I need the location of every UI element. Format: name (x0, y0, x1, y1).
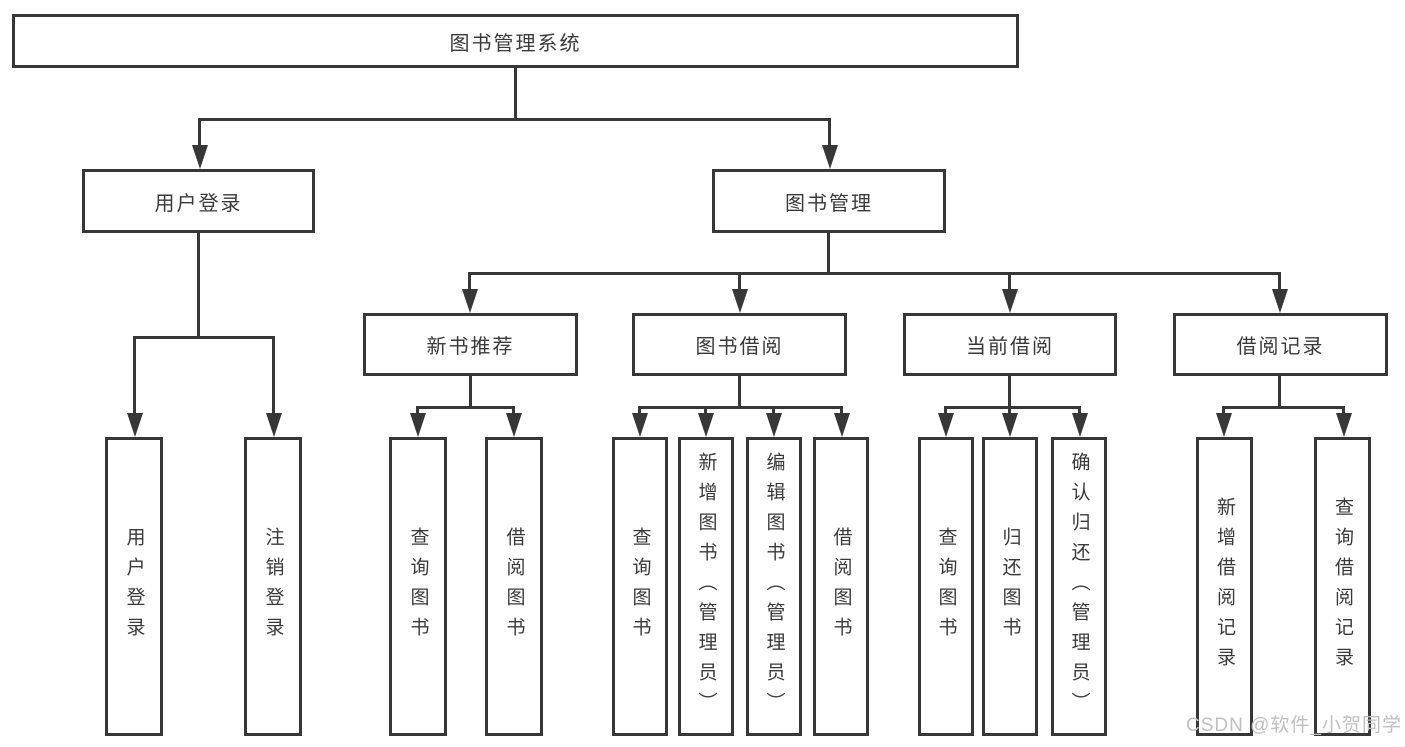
connector-line (827, 233, 830, 275)
leaf-logout: 注销登录 (244, 437, 302, 736)
node-book-management-label: 图书管理 (785, 192, 873, 215)
node-new-book-recommend: 新书推荐 (363, 313, 578, 376)
leaf-recommend-borrow-books: 借阅图书 (485, 437, 543, 736)
arrow-down-icon (1271, 272, 1288, 313)
leaf-records-add-record-label: 新增借阅记录 (1214, 496, 1235, 677)
connector-line (1222, 406, 1345, 409)
leaf-current-confirm-return-label: 确认归还（管理员） (1068, 451, 1090, 722)
leaf-recommend-borrow-books-label: 借阅图书 (503, 526, 525, 647)
arrow-down-icon (765, 406, 782, 437)
node-user-login-label: 用户登录 (154, 192, 243, 215)
leaf-user-login: 用户登录 (105, 437, 163, 736)
leaf-borrowing-query-books: 查询图书 (612, 437, 668, 736)
connector-line (416, 406, 515, 409)
arrow-down-icon (191, 118, 208, 169)
leaf-borrowing-borrow-books: 借阅图书 (813, 437, 869, 736)
connector-line (514, 68, 517, 121)
leaf-borrowing-query-books-label: 查询图书 (629, 526, 651, 647)
connector-line (468, 272, 1281, 275)
node-book-borrowing: 图书借阅 (632, 313, 847, 376)
arrow-down-icon (937, 406, 954, 437)
arrow-down-icon (265, 336, 282, 437)
connector-line (1278, 376, 1281, 409)
leaf-user-login-label: 用户登录 (123, 526, 145, 647)
arrow-down-icon (1001, 406, 1018, 437)
connector-line (1008, 376, 1011, 409)
node-root-label: 图书管理系统 (449, 32, 582, 55)
connector-line (944, 406, 1081, 409)
arrow-down-icon (409, 406, 426, 437)
arrow-down-icon (631, 406, 648, 437)
connector-line (197, 233, 200, 339)
leaf-recommend-query-books: 查询图书 (389, 437, 447, 736)
arrow-down-icon (833, 406, 850, 437)
arrow-down-icon (505, 406, 522, 437)
leaf-borrowing-borrow-books-label: 借阅图书 (830, 526, 852, 647)
node-borrowing-records: 借阅记录 (1173, 313, 1388, 376)
leaf-borrowing-add-books: 新增图书（管理员） (678, 437, 734, 736)
arrow-down-icon (1215, 406, 1232, 437)
leaf-records-add-record: 新增借阅记录 (1196, 437, 1253, 736)
arrow-down-icon (821, 118, 838, 169)
connector-line (469, 376, 472, 409)
watermark: CSDN @软件_小贺同学 (1186, 715, 1402, 736)
leaf-recommend-query-books-label: 查询图书 (407, 526, 429, 647)
arrow-down-icon (1335, 406, 1352, 437)
node-borrowing-records-label: 借阅记录 (1236, 336, 1325, 358)
node-book-borrowing-label: 图书借阅 (695, 336, 784, 358)
leaf-current-query-books: 查询图书 (918, 437, 974, 736)
arrow-down-icon (461, 272, 478, 313)
node-root: 图书管理系统 (12, 14, 1019, 68)
node-user-login: 用户登录 (82, 169, 315, 233)
arrow-down-icon (126, 336, 143, 437)
node-book-management: 图书管理 (712, 169, 946, 233)
leaf-records-query-record-label: 查询借阅记录 (1332, 496, 1353, 677)
connector-line (738, 376, 741, 409)
connector-line (198, 118, 831, 121)
connector-line (638, 406, 843, 409)
arrow-down-icon (697, 406, 714, 437)
arrow-down-icon (1001, 272, 1018, 313)
leaf-borrowing-edit-books-label: 编辑图书（管理员） (763, 451, 785, 722)
leaf-borrowing-add-books-label: 新增图书（管理员） (695, 451, 717, 722)
leaf-logout-label: 注销登录 (262, 526, 284, 647)
node-current-borrowing-label: 当前借阅 (966, 336, 1054, 358)
arrow-down-icon (731, 272, 748, 313)
leaf-current-query-books-label: 查询图书 (935, 526, 957, 647)
leaf-current-return-books: 归还图书 (982, 437, 1038, 736)
leaf-current-confirm-return: 确认归还（管理员） (1051, 437, 1107, 736)
connector-line (133, 336, 274, 339)
arrow-down-icon (1071, 406, 1088, 437)
leaf-borrowing-edit-books: 编辑图书（管理员） (746, 437, 802, 736)
node-new-book-recommend-label: 新书推荐 (426, 336, 515, 358)
leaf-current-return-books-label: 归还图书 (999, 526, 1021, 647)
node-current-borrowing: 当前借阅 (903, 313, 1117, 376)
leaf-records-query-record: 查询借阅记录 (1314, 437, 1371, 736)
